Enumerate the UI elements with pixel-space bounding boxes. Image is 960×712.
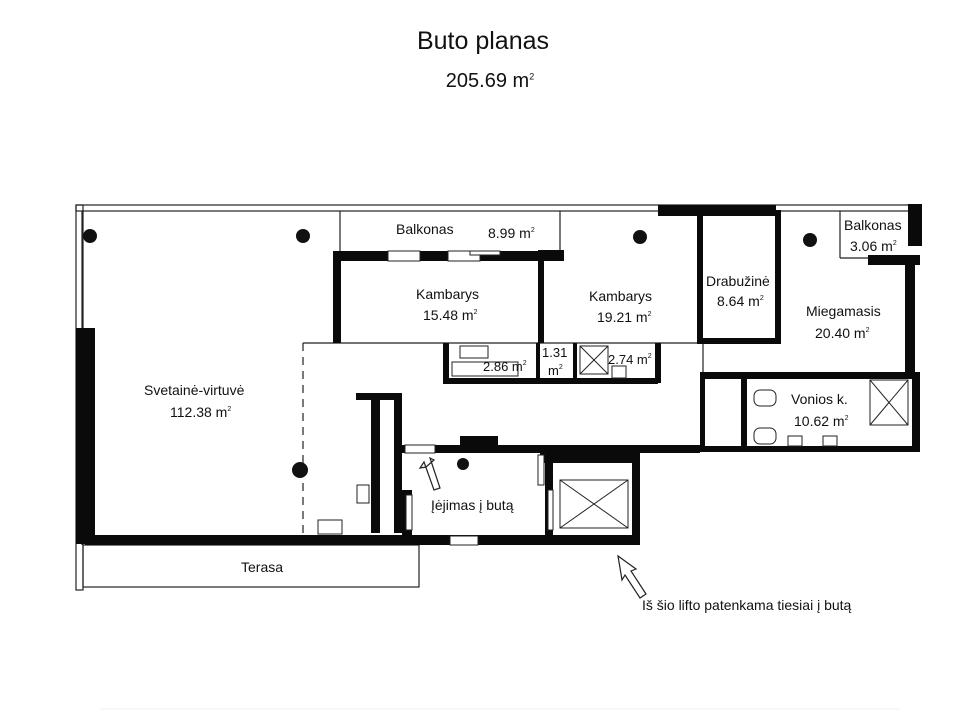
lift-note: Iš šio lifto patenkama tiesiai į butą [642,597,852,613]
plan-title: Buto planas [416,27,550,55]
arrows [418,456,647,599]
openings [387,250,554,546]
entrance-label: Įėjimas į butą [431,497,514,513]
bedroom-area: 20.40 m2 [815,325,870,341]
bathroom-name: Vonios k. [791,391,848,407]
wardrobe-area: 8.64 m2 [717,293,764,309]
room-2-name: Kambarys [589,288,653,304]
bedroom-name: Miegamasis [806,303,881,319]
balcony-right-area: 3.06 m2 [850,238,897,254]
balcony-top-area: 8.99 m2 [488,225,535,241]
bathroom-area: 10.62 m2 [794,413,849,429]
lift-arrow [617,554,647,599]
living-name: Svetainė-virtuvė [144,382,245,398]
balcony-top-name: Balkonas [396,221,454,237]
terrace-name: Terasa [241,559,284,575]
wc-1-area: 2.86 m2 [483,359,527,374]
room-1-name: Kambarys [416,286,480,302]
entrance-arrow [418,456,441,491]
columns [83,229,817,478]
total-area: 205.69 m2 [445,70,535,92]
balcony-right-name: Balkonas [844,217,902,233]
wc-2-area: 2.74 m2 [608,352,652,367]
living-area: 112.38 m2 [170,404,232,420]
room-2-area: 19.21 m2 [597,309,652,325]
wardrobe-name: Drabužinė [706,273,770,289]
fixtures [317,345,909,535]
room-1-area: 15.48 m2 [423,307,478,323]
